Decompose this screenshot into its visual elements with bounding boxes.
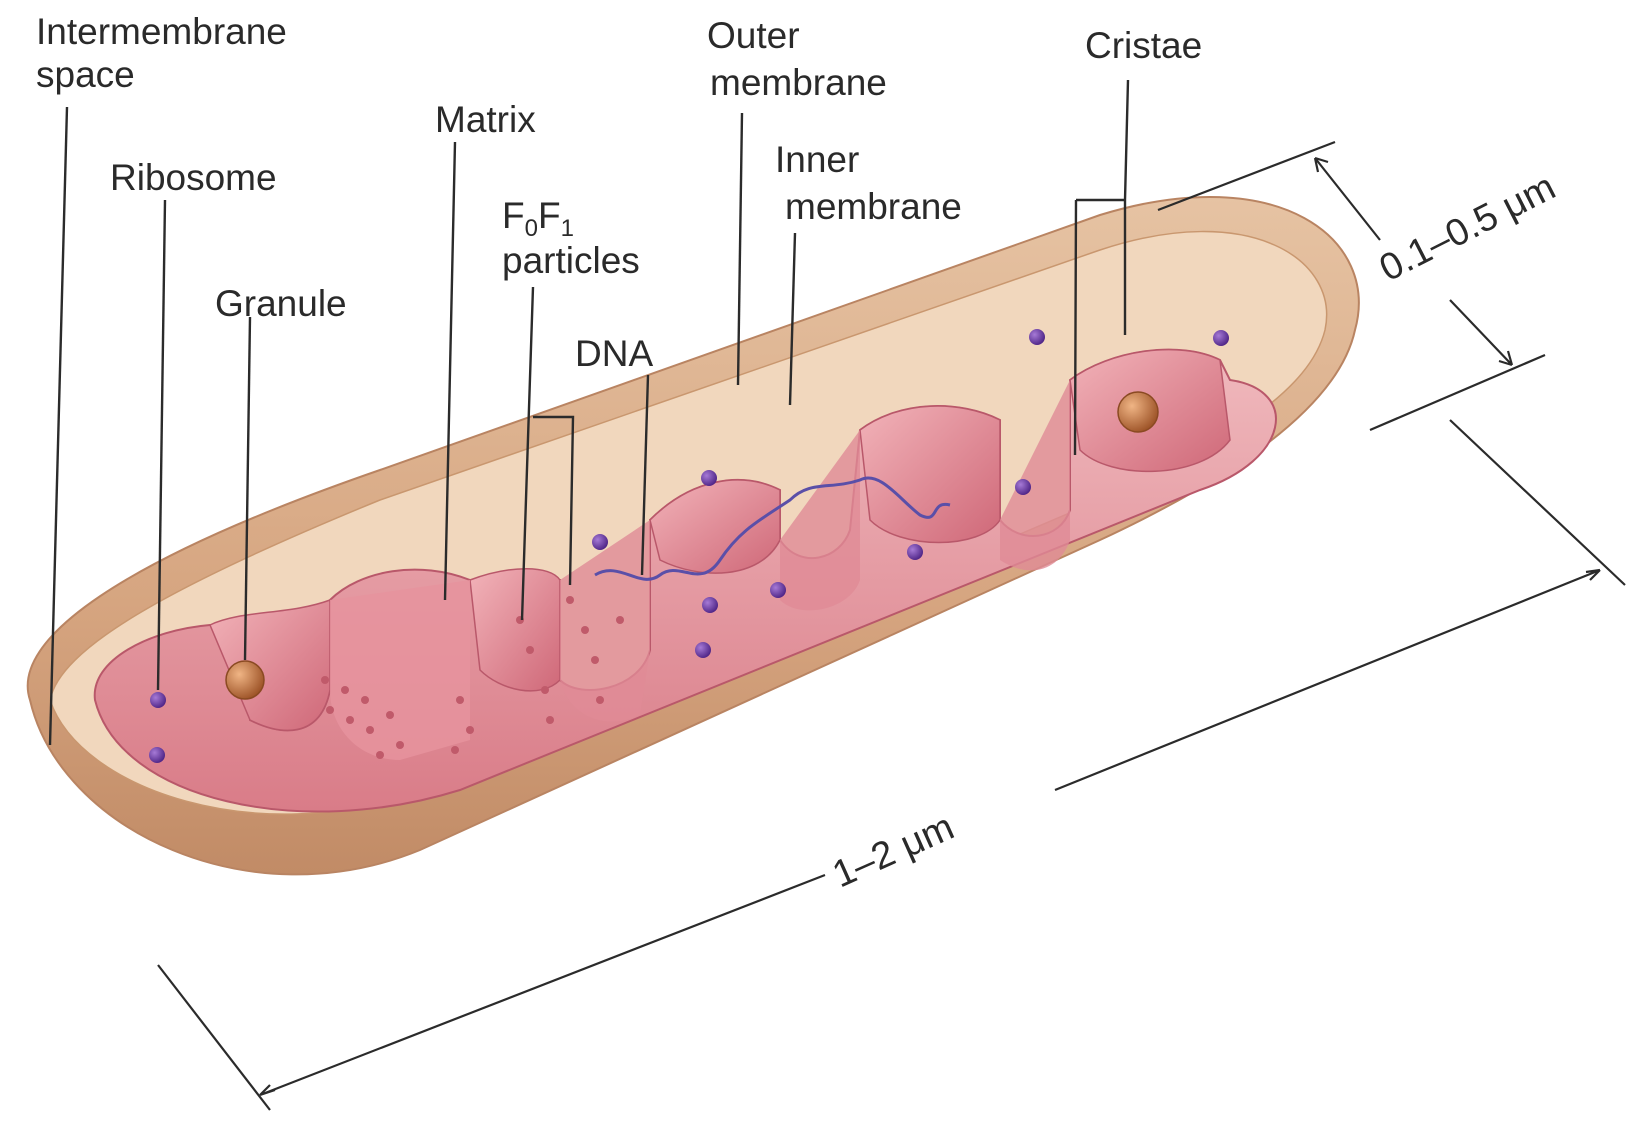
label-outer-membrane-line1: Outer bbox=[707, 15, 800, 56]
label-granule: Granule bbox=[215, 283, 347, 324]
dim-width-bottom-ext bbox=[1370, 355, 1545, 430]
label-f0f1-line1: F0F1 bbox=[502, 195, 574, 242]
label-inner-membrane-line2: membrane bbox=[785, 186, 962, 227]
label-dna: DNA bbox=[575, 333, 653, 374]
dim-length-left-ext bbox=[158, 965, 270, 1110]
label-ribosome: Ribosome bbox=[110, 157, 277, 198]
label-intermembrane-space-line1: Intermembrane bbox=[36, 11, 287, 52]
label-inner-membrane-line1: Inner bbox=[775, 139, 859, 180]
label-matrix: Matrix bbox=[435, 99, 536, 140]
label-cristae: Cristae bbox=[1085, 25, 1202, 66]
dim-length-right-ext bbox=[1450, 420, 1625, 585]
label-intermembrane-space-line2: space bbox=[36, 54, 135, 95]
dim-width-arrow-up bbox=[1315, 158, 1380, 240]
label-outer-membrane-line2: membrane bbox=[710, 62, 887, 103]
dim-length-line-lower bbox=[260, 875, 825, 1095]
dim-length-line-upper bbox=[1055, 570, 1600, 790]
label-length-measure: 1–2 μm bbox=[827, 806, 961, 896]
dim-width-arrow-down bbox=[1450, 300, 1512, 365]
label-f0f1-line2: particles bbox=[502, 240, 640, 281]
label-width-measure: 0.1–0.5 μm bbox=[1373, 166, 1562, 290]
